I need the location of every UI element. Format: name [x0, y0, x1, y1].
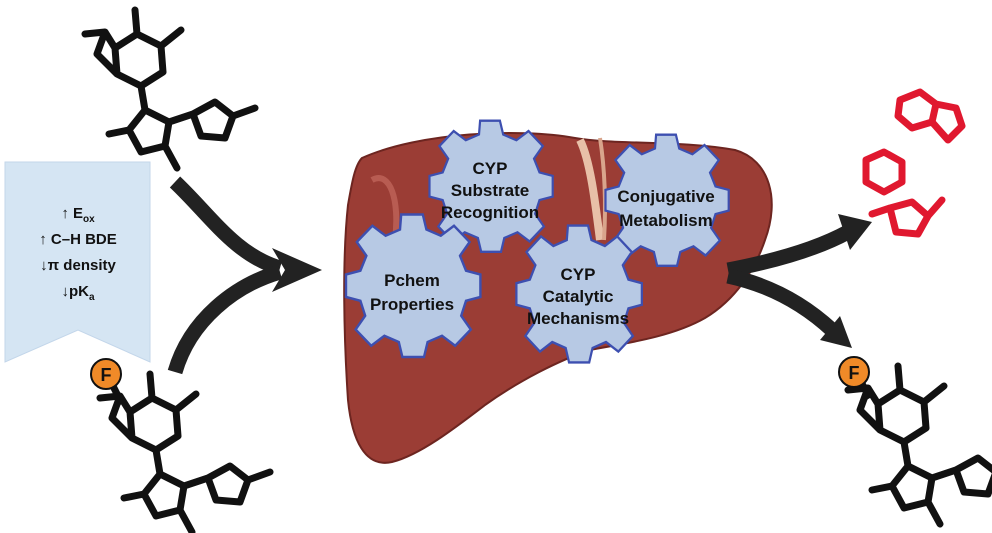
pi-density-text: ↓π density	[40, 257, 116, 274]
fluorine-atom-icon	[838, 356, 870, 388]
fluorinated-molecule-icon: F	[90, 358, 270, 532]
eox-text: ↑ Eox	[61, 205, 95, 225]
svg-text:Metabolism: Metabolism	[619, 211, 713, 230]
svg-text:Substrate: Substrate	[451, 181, 529, 200]
fluorine-label-product: F	[849, 363, 860, 383]
gear-cyp-catalytic: CYP Catalytic Mechanisms	[515, 224, 644, 364]
svg-text:Recognition: Recognition	[441, 203, 539, 222]
metabolite-fragments-icon	[862, 88, 966, 238]
fluorine-label: F	[101, 365, 112, 385]
diverging-arrow-icon	[726, 214, 872, 348]
gear-cyp-substrate: CYP Substrate Recognition	[428, 119, 554, 253]
gear-pchem: Pchem Properties	[344, 213, 482, 359]
ch-bde-text: ↑ C–H BDE	[39, 231, 117, 248]
svg-text:Pchem: Pchem	[384, 271, 440, 290]
fluorinated-product-icon: F	[838, 356, 992, 524]
svg-text:Properties: Properties	[370, 295, 454, 314]
property-box: ↑ Eox ↑ C–H BDE ↓π density ↓pKa	[4, 161, 151, 363]
molecule-icon	[85, 10, 255, 168]
svg-text:Catalytic: Catalytic	[543, 287, 614, 306]
gear-conjugative: Conjugative Metabolism	[604, 133, 730, 267]
svg-text:Conjugative: Conjugative	[617, 187, 714, 206]
converging-arrow-icon	[167, 176, 322, 375]
svg-text:CYP: CYP	[561, 265, 596, 284]
fluorine-atom-icon	[90, 358, 122, 390]
svg-text:CYP: CYP	[473, 159, 508, 178]
svg-text:Mechanisms: Mechanisms	[527, 309, 629, 328]
pka-text: ↓pKa	[61, 283, 95, 303]
